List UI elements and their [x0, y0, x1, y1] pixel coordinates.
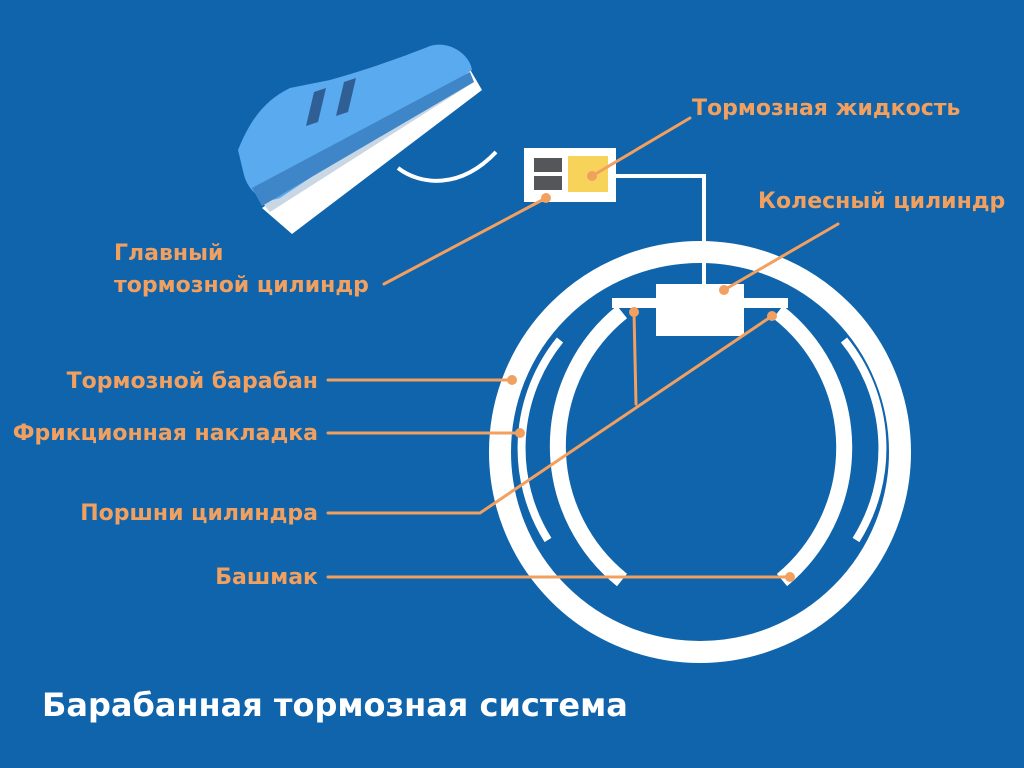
- brake-drum: [489, 241, 911, 663]
- wheel-cylinder: [612, 284, 788, 336]
- label-master-cylinder-line1: Главный: [114, 241, 223, 266]
- master-cylinder: [524, 148, 616, 202]
- shoe-on-pedal-icon: [238, 44, 498, 234]
- brake-shoes: [549, 305, 853, 587]
- friction-lining: [517, 337, 887, 543]
- label-wheel-cylinder: Колесный цилиндр: [758, 189, 1005, 214]
- label-shoe: Башмак: [215, 565, 318, 590]
- label-friction-lining: Фрикционная накладка: [13, 421, 318, 446]
- diagram-title: Барабанная тормозная система: [42, 686, 628, 724]
- label-brake-fluid: Тормозная жидкость: [692, 96, 960, 121]
- leader-lines: [326, 116, 840, 582]
- label-brake-drum: Тормозной барабан: [67, 369, 318, 394]
- label-master-cylinder-line2: тормозной цилиндр: [114, 273, 369, 298]
- label-cylinder-pistons: Поршни цилиндра: [80, 501, 318, 526]
